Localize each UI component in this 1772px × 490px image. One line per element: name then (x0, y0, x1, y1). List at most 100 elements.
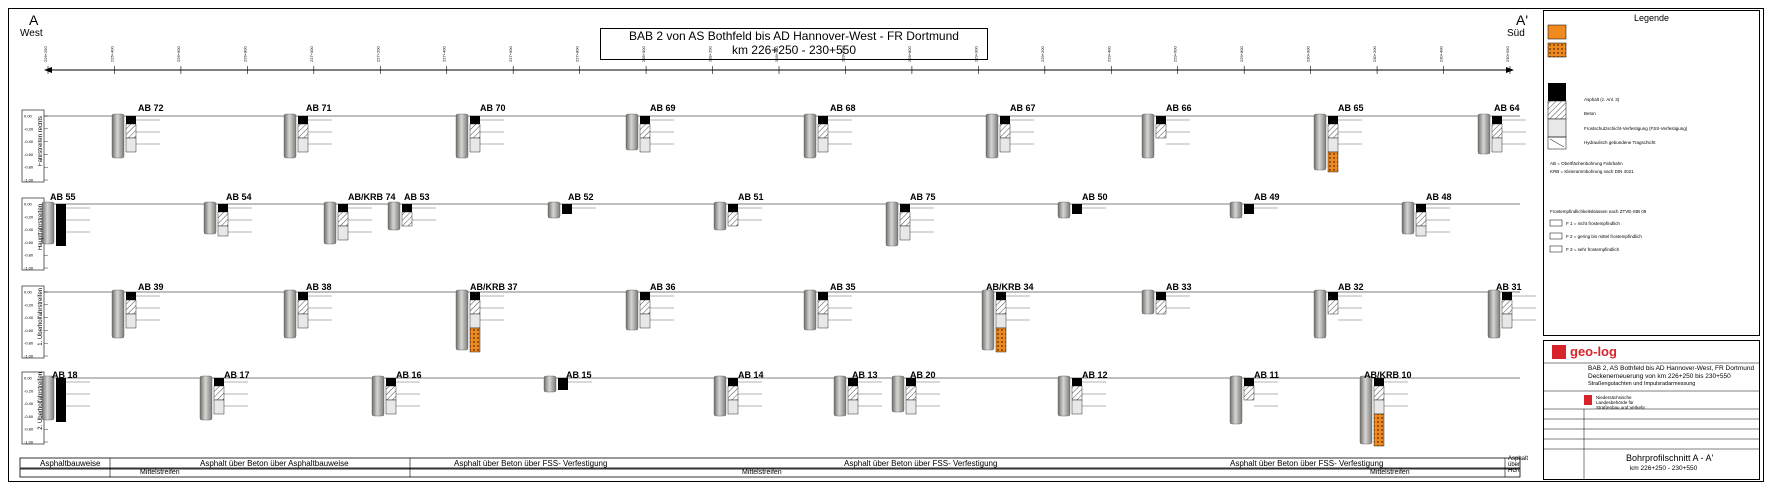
scale-label: -0.20 (24, 214, 34, 219)
concrete-layer (297, 299, 309, 315)
core-label: AB 72 (138, 103, 164, 113)
axis-tick-label: 227+200 (375, 46, 380, 62)
asphalt-layer (338, 204, 348, 212)
bore-core (547, 201, 596, 219)
drawing-subtitle: km 226+250 - 230+550 (1630, 465, 1698, 472)
core-photo (1477, 113, 1491, 155)
subsoil-layer (1373, 413, 1385, 447)
scale-label: -0.40 (24, 315, 34, 320)
asphalt-layer (218, 204, 228, 212)
core-photo (1141, 113, 1155, 159)
bore-core (41, 375, 90, 422)
bore-core (1057, 201, 1106, 219)
fss-layer (817, 313, 829, 329)
asphalt-layer (1000, 116, 1010, 124)
core-label: AB 11 (1254, 370, 1280, 380)
scale-label: -0.60 (24, 240, 34, 245)
bore-core (891, 375, 940, 415)
bore-core (1313, 289, 1362, 339)
legend-item: Frostschutzschicht-Verfestigung (FSS-Ver… (1584, 126, 1688, 131)
scale-label: -0.80 (24, 165, 34, 170)
concrete-layer (1243, 385, 1255, 401)
row-frame (21, 109, 45, 183)
core-label: AB 69 (650, 103, 676, 113)
asphalt-layer (1374, 378, 1384, 386)
bore-core (203, 201, 252, 237)
left-section-letter: A (29, 12, 39, 28)
row-label-2: Hauptfahrstreifen (38, 204, 44, 251)
legend-frost: F 2 = gering bis mittel frostempfindlich (1566, 234, 1642, 239)
core-photo (1359, 375, 1373, 445)
axis-tick-label: 229+000 (973, 46, 978, 62)
fss-layer (1491, 137, 1503, 153)
fss-layer (217, 225, 229, 237)
legend-item: Asphalt (z. Anl. 3) (1584, 97, 1620, 102)
concrete-layer (817, 123, 829, 139)
core-photo (803, 113, 817, 159)
bore-core (803, 289, 852, 331)
bore-core (1313, 113, 1362, 173)
core-label: AB 49 (1254, 192, 1280, 202)
core-photo (283, 113, 297, 159)
concrete-layer (213, 385, 225, 401)
bore-core (1401, 201, 1450, 237)
asphalt-layer (402, 204, 412, 212)
core-photo (1313, 289, 1327, 339)
asphalt-layer (1244, 212, 1254, 214)
core-label: AB 48 (1426, 192, 1452, 202)
fss-layer (995, 313, 1007, 329)
asphalt-layer (996, 292, 1006, 300)
scale-label: 0.00 (24, 290, 33, 295)
axis-tick-label: 229+800 (1239, 46, 1244, 62)
median-label: Mittelstreifen (1370, 469, 1410, 476)
core-photo (41, 375, 55, 421)
bore-core (283, 113, 332, 159)
core-photo (625, 289, 639, 331)
core-label: AB 50 (1082, 192, 1108, 202)
legend-item: Hydraulisch gebundene Tragschicht (1584, 140, 1656, 145)
bore-core (387, 201, 436, 231)
project-line: Deckenerneuerung von km 226+250 bis 230+… (1588, 373, 1731, 380)
core-photo (985, 113, 999, 159)
legend-panel: Legende Asphalt (z. Anl. 3) Beton Frosts… (1543, 10, 1760, 336)
core-label: AB 75 (910, 192, 936, 202)
concrete-layer (1491, 123, 1503, 139)
core-label: AB 66 (1166, 103, 1192, 113)
axis-tick-label: 230+000 (1306, 46, 1311, 62)
concrete-layer (1501, 299, 1513, 315)
fss-layer (125, 137, 137, 153)
scale-label: -0.40 (24, 401, 34, 406)
concrete-layer (125, 299, 137, 315)
scale-label: -0.60 (24, 152, 34, 157)
core-profiles (41, 113, 1536, 447)
core-photo (713, 201, 727, 231)
fss-layer (385, 399, 397, 415)
asphalt-layer (298, 116, 308, 124)
concrete-layer (297, 123, 309, 139)
core-label: AB 67 (1010, 103, 1036, 113)
axis-tick-label: 229+200 (1040, 46, 1045, 62)
core-photo (1229, 375, 1243, 425)
asphalt-layer (1156, 292, 1166, 300)
left-direction-label: West (20, 28, 43, 39)
axis-tick-label: 227+800 (575, 46, 580, 62)
asphalt-layer (1156, 116, 1166, 124)
asphalt-layer (640, 292, 650, 300)
core-label: AB/KRB 74 (348, 192, 396, 202)
core-photo (199, 375, 213, 421)
right-section-letter: A' (1516, 12, 1529, 28)
asphalt-layer (900, 204, 910, 212)
core-label: AB 55 (50, 192, 76, 202)
legend-item: Beton (1584, 111, 1596, 116)
bore-core (283, 289, 332, 339)
core-label: AB 14 (738, 370, 764, 380)
scale-label: -0.40 (24, 139, 34, 144)
core-label: AB 53 (404, 192, 430, 202)
bore-core (371, 375, 420, 417)
core-photo (371, 375, 385, 417)
bore-core (543, 375, 592, 393)
core-label: AB 71 (306, 103, 332, 113)
right-direction-label: Süd (1507, 28, 1525, 39)
core-photo (1229, 201, 1243, 219)
fss-layer (639, 313, 651, 329)
